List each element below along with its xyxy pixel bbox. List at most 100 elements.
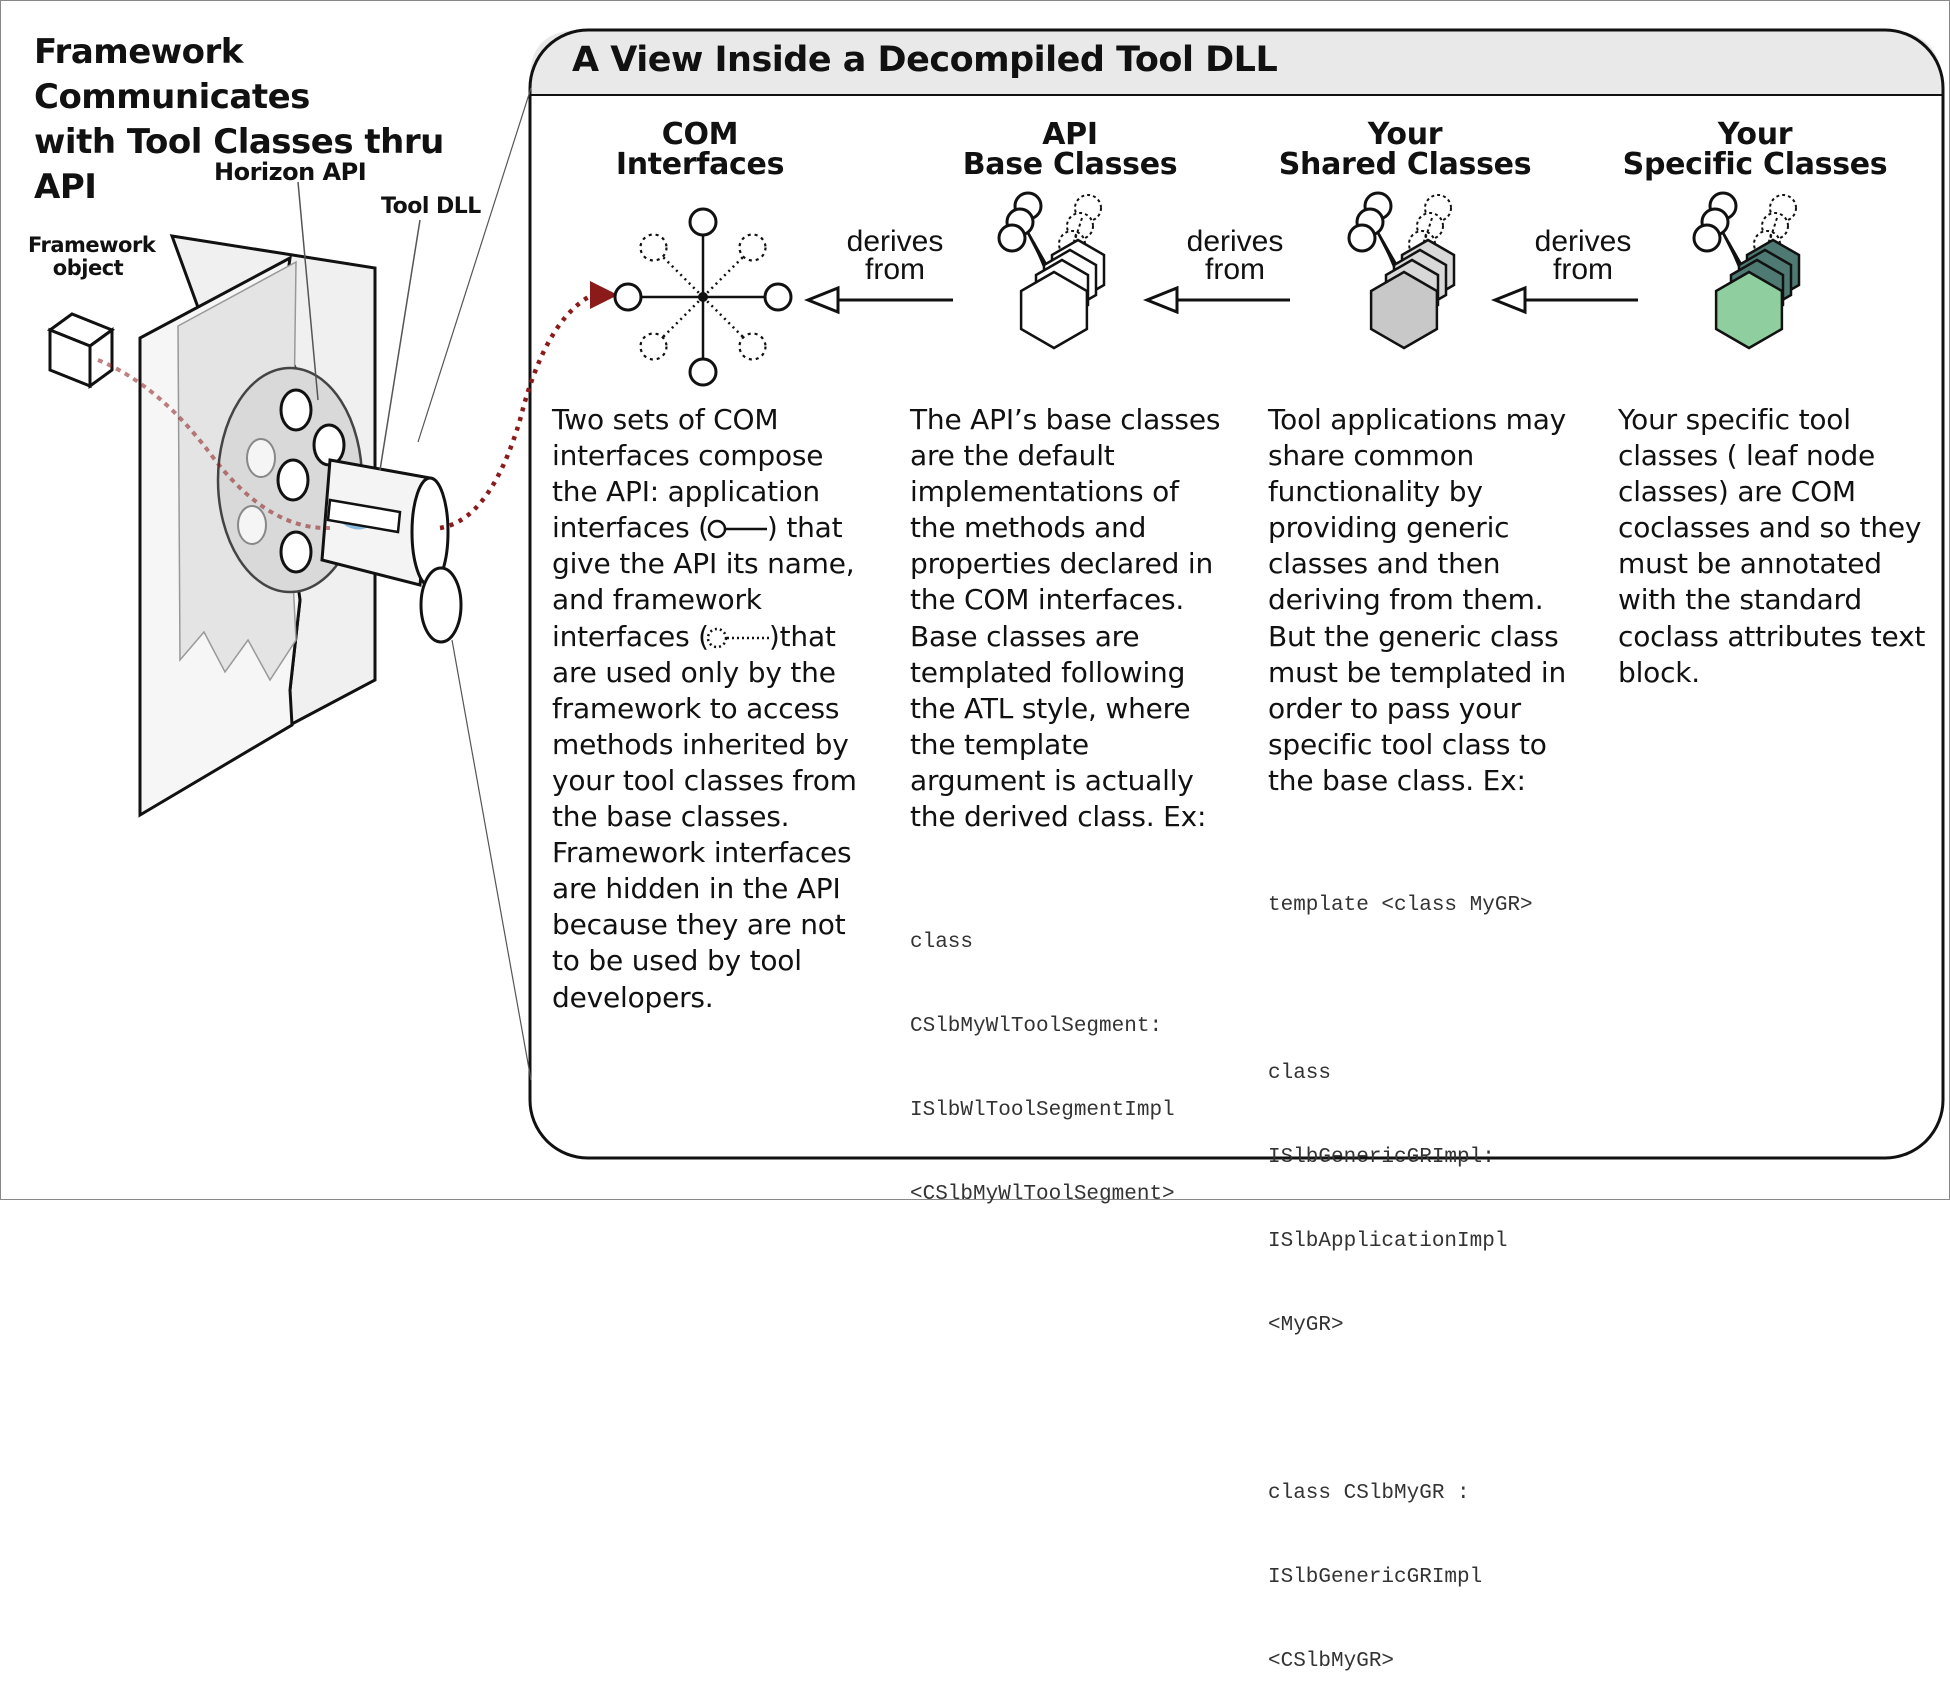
- code-line: CSlbMyWlToolSegment:: [910, 1015, 1163, 1038]
- framework-interface-spoke: [661, 255, 704, 298]
- body-line: framework to access: [552, 691, 840, 725]
- body-line: and framework: [552, 583, 762, 617]
- code-line: class: [1268, 1062, 1332, 1085]
- body-line: interfaces ()that: [552, 619, 902, 655]
- body-line-part: ) that: [766, 511, 843, 545]
- col-body-shared: Tool applications may share common funct…: [1268, 402, 1608, 799]
- col-heading-shared: Your Shared Classes: [1270, 120, 1540, 180]
- body-line: Framework interfaces: [552, 836, 852, 870]
- application-interface-node: [1347, 223, 1377, 253]
- body-line: the methods and: [910, 511, 1147, 545]
- body-line: your tool classes from: [552, 763, 857, 797]
- application-interface-node: [688, 207, 718, 237]
- body-line: developers.: [552, 980, 714, 1014]
- body-line: classes) are COM: [1618, 475, 1856, 509]
- framework-interface-node: [738, 332, 767, 361]
- framework-interface-spoke: [702, 255, 745, 298]
- application-interface-symbol: [707, 519, 767, 539]
- specific-classes-icon: [1692, 191, 1801, 350]
- code-line: <CSlbMyWlToolSegment>: [910, 1183, 1175, 1206]
- code-block-base: class CSlbMyWlToolSegment: ISlbWlToolSeg…: [910, 873, 1175, 1237]
- derives-label-1-line-1: derives: [846, 225, 944, 258]
- col-heading-com-line-2: Interfaces: [615, 147, 785, 182]
- body-line-part: interfaces (: [552, 511, 709, 545]
- framework-object-cube-icon: [46, 312, 116, 389]
- body-line: to be used by tool: [552, 944, 802, 978]
- framework-interface-node: [639, 332, 668, 361]
- code-line: [1268, 976, 1533, 1004]
- code-line: class CSlbMyGR :: [1268, 1482, 1470, 1505]
- code-block-shared: template <class MyGR> class ISlbGenericG…: [1268, 836, 1533, 1704]
- body-line: the derived class. Ex:: [910, 800, 1207, 834]
- body-line: must be annotated: [1618, 547, 1882, 581]
- code-line: <MyGR>: [1268, 1314, 1344, 1337]
- body-line: order to pass your: [1268, 691, 1521, 725]
- shared-classes-icon: [1347, 191, 1456, 350]
- derives-label-3: derives from: [1518, 227, 1648, 286]
- body-line: The API’s base classes: [910, 403, 1221, 436]
- panel-title: A View Inside a Decompiled Tool DLL: [572, 40, 1278, 80]
- body-line: must be templated in: [1268, 655, 1566, 689]
- body-line: the template: [910, 727, 1089, 761]
- perspective-line-bottom: [451, 639, 532, 1081]
- body-line: the COM interfaces.: [910, 583, 1185, 617]
- derives-label-2-line-1: derives: [1186, 225, 1284, 258]
- body-line: the API: application: [552, 475, 820, 509]
- perspective-line-top: [417, 87, 532, 443]
- framework-object-label-line-1: Framework: [28, 233, 156, 257]
- framework-interface-spoke: [661, 296, 704, 339]
- derives-label-3-line-2: from: [1553, 253, 1613, 286]
- body-line: Base classes are: [910, 619, 1140, 653]
- horizon-api-label: Horizon API: [214, 158, 367, 186]
- body-line: providing generic: [1268, 511, 1510, 545]
- derives-label-2-line-2: from: [1205, 253, 1265, 286]
- body-line: are used only by the: [552, 655, 836, 689]
- body-line: templated following: [910, 655, 1186, 689]
- col-heading-shared-line-1: Your: [1367, 117, 1443, 152]
- hub-center: [698, 292, 708, 302]
- left-title: Framework Communicates with Tool Classes…: [34, 30, 514, 210]
- body-line: functionality by: [1268, 475, 1483, 509]
- col-body-specific: Your specific tool classes ( leaf node c…: [1618, 402, 1938, 691]
- code-line: ISlbWlToolSegmentImpl: [910, 1099, 1175, 1122]
- body-line: give the API its name,: [552, 547, 855, 581]
- class-hexagon-front: [1369, 270, 1439, 350]
- left-title-line-1: Framework Communicates: [34, 32, 310, 117]
- col-heading-specific-line-1: Your: [1717, 117, 1793, 152]
- body-line: Two sets of COM: [552, 403, 779, 436]
- body-line: are hidden in the API: [552, 872, 841, 906]
- framework-link-dotted: [97, 358, 331, 531]
- body-line-part: )that: [768, 619, 836, 653]
- col-heading-shared-line-2: Shared Classes: [1278, 147, 1532, 182]
- body-line: because they are not: [552, 908, 846, 942]
- body-line: the base class. Ex:: [1268, 763, 1526, 797]
- code-line: <CSlbMyGR>: [1268, 1650, 1395, 1673]
- body-line: are the default: [910, 439, 1115, 473]
- derives-label-1-line-2: from: [865, 253, 925, 286]
- code-line: ISlbApplicationImpl: [1268, 1230, 1508, 1253]
- col-body-base: The API’s base classes are the default i…: [910, 402, 1250, 835]
- body-line: share common: [1268, 439, 1475, 473]
- class-hexagon-front: [1714, 270, 1784, 350]
- body-line: coclass attributes text: [1618, 619, 1926, 653]
- body-line: argument is actually: [910, 763, 1194, 797]
- com-interfaces-icon: [613, 207, 793, 387]
- body-line: the ATL style, where: [910, 691, 1191, 725]
- body-line: interfaces compose: [552, 439, 824, 473]
- body-line: coclasses and so they: [1618, 511, 1922, 545]
- framework-interface-node: [639, 233, 668, 262]
- body-line: classes ( leaf node: [1618, 439, 1876, 473]
- body-line: Tool applications may: [1268, 403, 1567, 436]
- body-line: the base classes.: [552, 800, 790, 834]
- diagram-canvas: [0, 0, 1950, 1200]
- application-interface-node: [1692, 223, 1722, 253]
- derives-arrow-2: [1142, 285, 1290, 315]
- code-line: template <class MyGR>: [1268, 894, 1533, 917]
- application-interface-node: [763, 282, 793, 312]
- derives-label-1: derives from: [830, 225, 960, 286]
- application-interface-node: [613, 282, 643, 312]
- framework-interface-spoke: [702, 296, 745, 339]
- body-line: implementations of: [910, 475, 1179, 509]
- body-line: properties declared in: [910, 547, 1214, 581]
- framework-interface-node: [738, 233, 767, 262]
